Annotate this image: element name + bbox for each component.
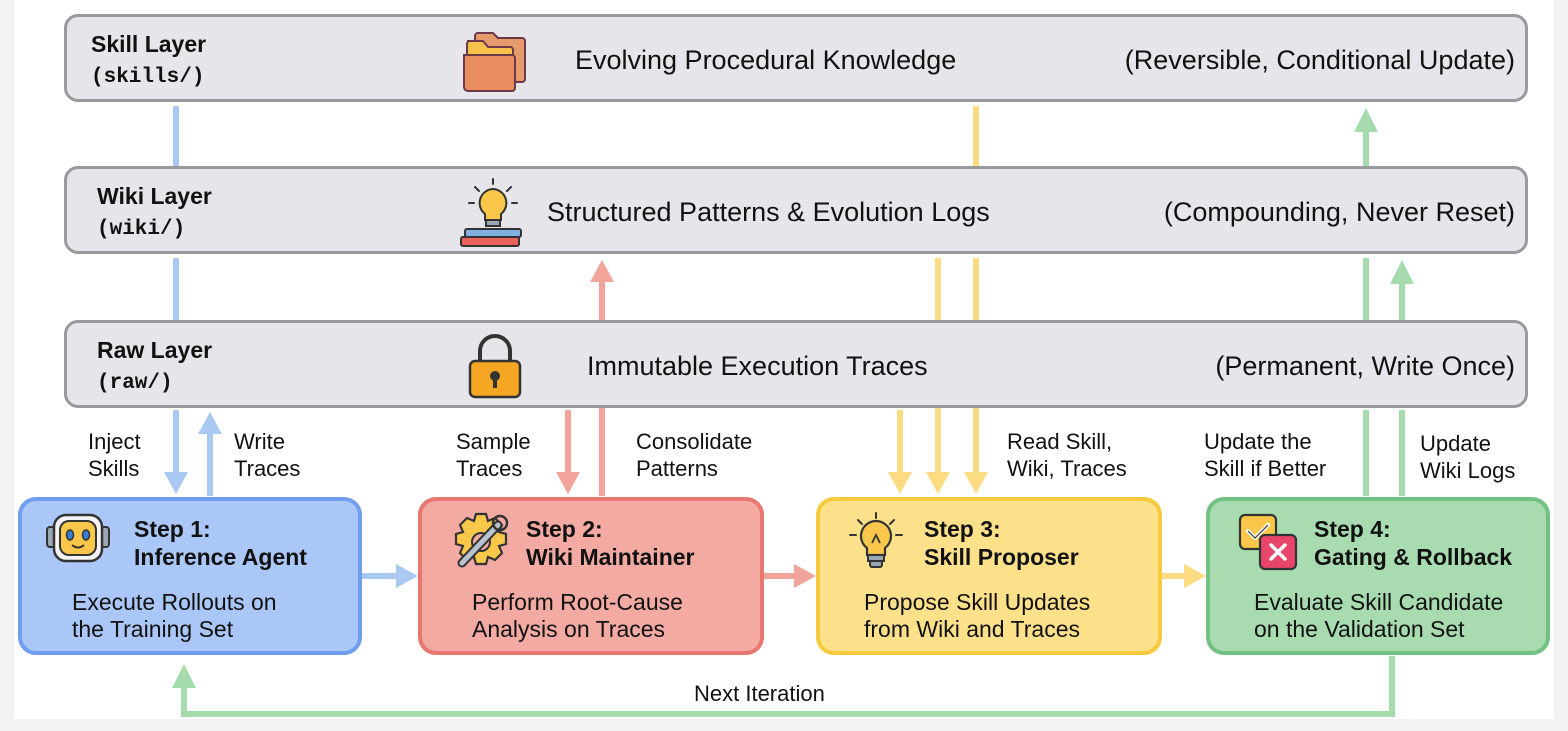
step-3-description: Propose Skill Updates from Wiki and Trac…	[864, 589, 1090, 643]
folder-icon	[459, 27, 529, 98]
skill-layer-path: (skills/)	[91, 66, 205, 89]
step-2-description: Perform Root-Cause Analysis on Traces	[472, 589, 683, 643]
step3-to-step4-arrow	[1160, 564, 1206, 588]
skill-layer-name: Skill Layer (skills/)	[91, 27, 206, 95]
raw-layer-property: (Permanent, Write Once)	[1215, 351, 1515, 381]
step-1-description: Execute Rollouts on the Training Set	[72, 589, 277, 643]
step-4-name: Gating & Rollback	[1314, 544, 1513, 570]
wiki-layer: Wiki Layer (wiki/) Structured Patterns &…	[64, 166, 1528, 254]
robot-icon	[46, 511, 110, 574]
step-1-title: Step 1: Inference Agent	[134, 515, 307, 571]
step-1-box: Step 1: Inference Agent Execute Rollouts…	[18, 497, 362, 655]
step-3-box: Step 3: Skill Proposer Propose Skill Upd…	[816, 497, 1162, 655]
next-iteration-label: Next Iteration	[694, 681, 825, 706]
lightbulb-icon	[846, 511, 906, 578]
step-3-description-line1: Propose Skill Updates	[864, 589, 1091, 615]
update-skill-label-line1: Update the	[1204, 429, 1312, 454]
padlock-icon	[465, 331, 525, 406]
step-2-box: Step 2: Wiki Maintainer Perform Root-Cau…	[418, 497, 764, 655]
connector-layer	[164, 106, 1414, 717]
step-4-description-line2: on the Validation Set	[1254, 616, 1465, 642]
check-cross-icon	[1238, 513, 1302, 578]
skill-layer-title: Skill Layer	[91, 31, 207, 57]
consolidate-patterns-label-line1: Consolidate	[636, 429, 753, 454]
step2-to-step3-arrow	[764, 564, 816, 588]
consolidate-patterns-label-line2: Patterns	[636, 456, 718, 481]
step-1-description-line2: the Training Set	[72, 616, 234, 642]
write-traces-label-line2: Traces	[234, 456, 301, 481]
wiki-layer-path: (wiki/)	[97, 218, 186, 241]
step-3-title: Step 3: Skill Proposer	[924, 515, 1079, 571]
next-iteration-arrow	[172, 656, 1395, 717]
read-skill-wiki-traces-arrows	[888, 106, 988, 494]
inject-skills-label: Inject Skills	[88, 428, 141, 482]
sample-traces-arrow	[556, 410, 580, 494]
step-4-title: Step 4: Gating & Rollback	[1314, 515, 1512, 571]
step-3-description-line2: from Wiki and Traces	[864, 616, 1080, 642]
step-4-description: Evaluate Skill Candidate on the Validati…	[1254, 589, 1503, 643]
update-skill-label: Update the Skill if Better	[1204, 428, 1326, 482]
skill-layer: Skill Layer (skills/) Evolving Procedura…	[64, 14, 1528, 102]
skill-layer-property: (Reversible, Conditional Update)	[1124, 45, 1515, 75]
update-wiki-logs-label: Update Wiki Logs	[1420, 430, 1515, 484]
inject-skills-arrow	[164, 106, 188, 494]
wiki-layer-property: (Compounding, Never Reset)	[1163, 197, 1515, 227]
raw-layer-name: Raw Layer (raw/)	[97, 333, 212, 401]
update-wiki-logs-label-line2: Wiki Logs	[1420, 458, 1516, 483]
raw-layer-path: (raw/)	[97, 372, 173, 395]
diagram-canvas: Skill Layer (skills/) Evolving Procedura…	[14, 0, 1554, 719]
read-skill-label: Read Skill, Wiki, Traces	[1007, 428, 1127, 482]
update-skill-label-line2: Skill if Better	[1204, 456, 1327, 481]
sample-traces-label-line1: Sample	[456, 429, 531, 454]
wiki-layer-description: Structured Patterns & Evolution Logs	[547, 197, 990, 227]
gear-wrench-icon	[450, 511, 512, 578]
wiki-layer-title: Wiki Layer	[97, 183, 212, 209]
inject-skills-label-line2: Skills	[88, 456, 140, 481]
raw-layer-title: Raw Layer	[97, 337, 213, 363]
lightbulb-book-icon	[459, 177, 529, 254]
update-wiki-logs-arrow	[1390, 260, 1414, 496]
sample-traces-label: Sample Traces	[456, 428, 531, 482]
update-wiki-logs-label-line1: Update	[1420, 431, 1491, 456]
step-3-name: Skill Proposer	[924, 544, 1079, 570]
step-4-number: Step 4:	[1314, 516, 1391, 542]
step-2-description-line1: Perform Root-Cause	[472, 589, 683, 615]
sample-traces-label-line2: Traces	[456, 456, 523, 481]
write-traces-label-line1: Write	[234, 429, 285, 454]
read-skill-label-line2: Wiki, Traces	[1007, 456, 1127, 481]
step-1-name: Inference Agent	[134, 544, 307, 570]
step-4-box: Step 4: Gating & Rollback Evaluate Skill…	[1206, 497, 1550, 655]
update-skill-arrow	[1354, 108, 1378, 496]
wiki-layer-name: Wiki Layer (wiki/)	[97, 179, 212, 247]
step-2-title: Step 2: Wiki Maintainer	[526, 515, 695, 571]
write-traces-arrow	[198, 412, 222, 496]
raw-layer: Raw Layer (raw/) Immutable Execution Tra…	[64, 320, 1528, 408]
step-1-description-line1: Execute Rollouts on	[72, 589, 277, 615]
step-2-name: Wiki Maintainer	[526, 544, 695, 570]
step-2-description-line2: Analysis on Traces	[472, 616, 666, 642]
raw-layer-description: Immutable Execution Traces	[587, 351, 928, 381]
write-traces-label: Write Traces	[234, 428, 300, 482]
step-3-number: Step 3:	[924, 516, 1001, 542]
read-skill-label-line1: Read Skill,	[1007, 429, 1113, 454]
step-2-number: Step 2:	[526, 516, 603, 542]
inject-skills-label-line1: Inject	[88, 429, 141, 454]
step-4-description-line1: Evaluate Skill Candidate	[1254, 589, 1504, 615]
skill-layer-description: Evolving Procedural Knowledge	[575, 45, 957, 75]
step-1-number: Step 1:	[134, 516, 211, 542]
consolidate-patterns-label: Consolidate Patterns	[636, 428, 752, 482]
step1-to-step2-arrow	[362, 564, 418, 588]
